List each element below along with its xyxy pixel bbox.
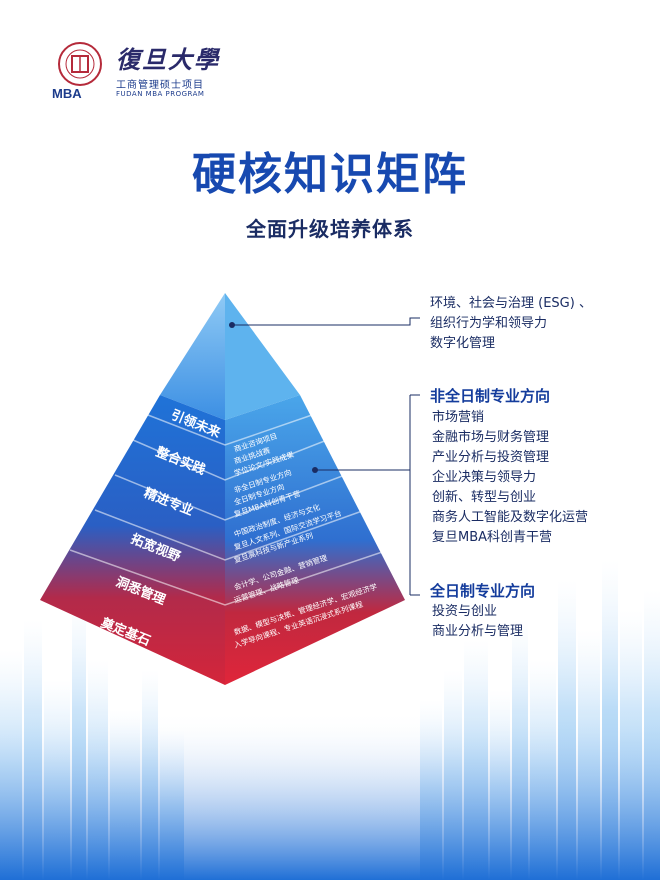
page-title: 硬核知识矩阵 bbox=[192, 149, 468, 200]
top-line-1: 环境、社会与治理 (ESG) 、 bbox=[430, 296, 592, 311]
fudan-mba-logo: MBA 復旦大學 工商管理硕士项目 FUDAN MBA PROGRAM bbox=[50, 40, 220, 104]
part-time-item: 市场营销 bbox=[432, 410, 485, 425]
part-time-item: 复旦MBA科创青干营 bbox=[432, 530, 553, 545]
full-time-list: 投资与创业 商业分析与管理 bbox=[432, 602, 523, 642]
program-name-cn: 工商管理硕士项目 bbox=[116, 80, 204, 91]
program-name-en: FUDAN MBA PROGRAM bbox=[116, 90, 205, 98]
full-time-item: 商业分析与管理 bbox=[432, 624, 524, 639]
connector-top bbox=[232, 317, 420, 326]
part-time-list: 市场营销 金融市场与财务管理 产业分析与投资管理 企业决策与领导力 创新、转型与… bbox=[432, 408, 588, 548]
part-time-item: 金融市场与财务管理 bbox=[432, 430, 550, 445]
top-line-2: 组织行为学和领导力 bbox=[430, 316, 548, 331]
part-time-item: 企业决策与领导力 bbox=[432, 470, 537, 485]
pyramid-apex-left bbox=[160, 293, 225, 420]
pyramid-right-face bbox=[225, 395, 405, 685]
top-line-3: 数字化管理 bbox=[430, 336, 496, 351]
page-subtitle: 全面升级培养体系 bbox=[246, 217, 414, 241]
pyramid-left-face bbox=[40, 395, 225, 685]
mba-wordmark: MBA bbox=[52, 86, 82, 101]
full-time-heading: 全日制专业方向 bbox=[430, 582, 536, 600]
connector-dot-top bbox=[229, 322, 235, 328]
full-time-item: 投资与创业 bbox=[432, 604, 498, 619]
part-time-item: 商务人工智能及数字化运营 bbox=[432, 510, 589, 525]
knowledge-pyramid: 引领未来 整合实践 精进专业 拓宽视野 洞悉管理 奠定基石 商业咨询项目 商业挑… bbox=[40, 293, 420, 685]
fudan-seal-icon bbox=[58, 42, 102, 86]
part-time-heading: 非全日制专业方向 bbox=[430, 387, 551, 405]
connector-dot-middle bbox=[312, 467, 318, 473]
part-time-item: 产业分析与投资管理 bbox=[432, 450, 550, 465]
part-time-item: 创新、转型与创业 bbox=[432, 490, 537, 505]
top-course-list: 环境、社会与治理 (ESG) 、 组织行为学和领导力 数字化管理 bbox=[430, 294, 592, 354]
fudan-university-cn: 復旦大學 bbox=[116, 45, 220, 74]
background-bars bbox=[0, 560, 660, 880]
